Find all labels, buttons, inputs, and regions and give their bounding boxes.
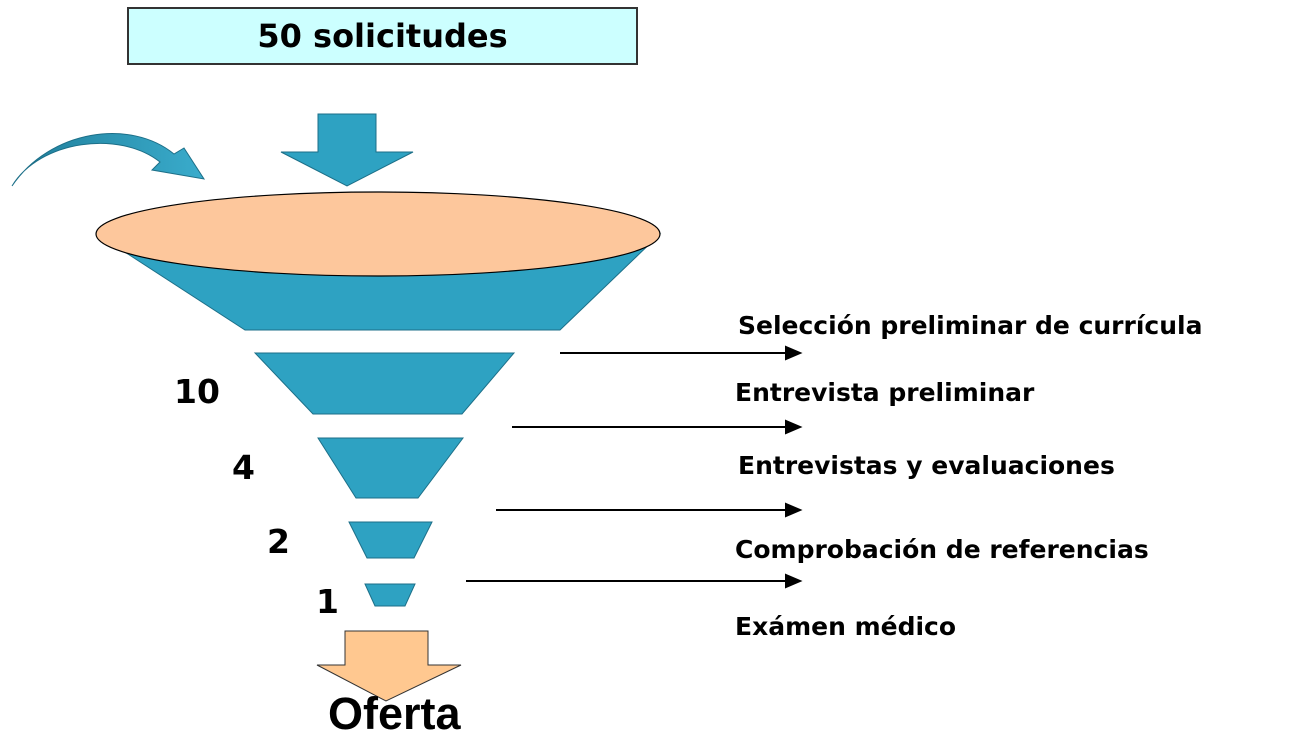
funnel-top-ellipse — [95, 191, 661, 277]
offer-label: Oferta — [328, 688, 461, 739]
stage-label-medical-exam: Exámen médico — [735, 612, 957, 641]
stage-arrowhead-3 — [785, 502, 803, 518]
stage-label-interviews-evaluations: Entrevistas y evaluaciones — [738, 451, 1115, 480]
count-label-2: 2 — [267, 522, 290, 561]
funnel-stage-3 — [348, 521, 433, 559]
output-arrow — [316, 630, 462, 702]
funnel-stage-1 — [253, 352, 516, 415]
stage-arrowhead-4 — [785, 573, 803, 589]
stage-label-screening: Selección preliminar de currícula — [738, 311, 1203, 340]
stage-label-reference-check: Comprobación de referencias — [735, 535, 1149, 564]
stage-arrowhead-1 — [785, 345, 803, 361]
funnel-stage-4 — [364, 583, 416, 607]
stage-arrows — [466, 345, 803, 589]
stage-label-preliminary-interview: Entrevista preliminar — [735, 378, 1035, 407]
applications-box: 50 solicitudes — [127, 7, 638, 65]
count-label-4: 4 — [232, 448, 255, 487]
curved-arrow — [11, 133, 206, 187]
count-label-10: 10 — [174, 372, 220, 411]
count-label-1: 1 — [316, 582, 339, 621]
funnel-stage-2 — [317, 437, 464, 499]
stage-arrowhead-2 — [785, 419, 803, 435]
input-arrow — [280, 113, 414, 187]
